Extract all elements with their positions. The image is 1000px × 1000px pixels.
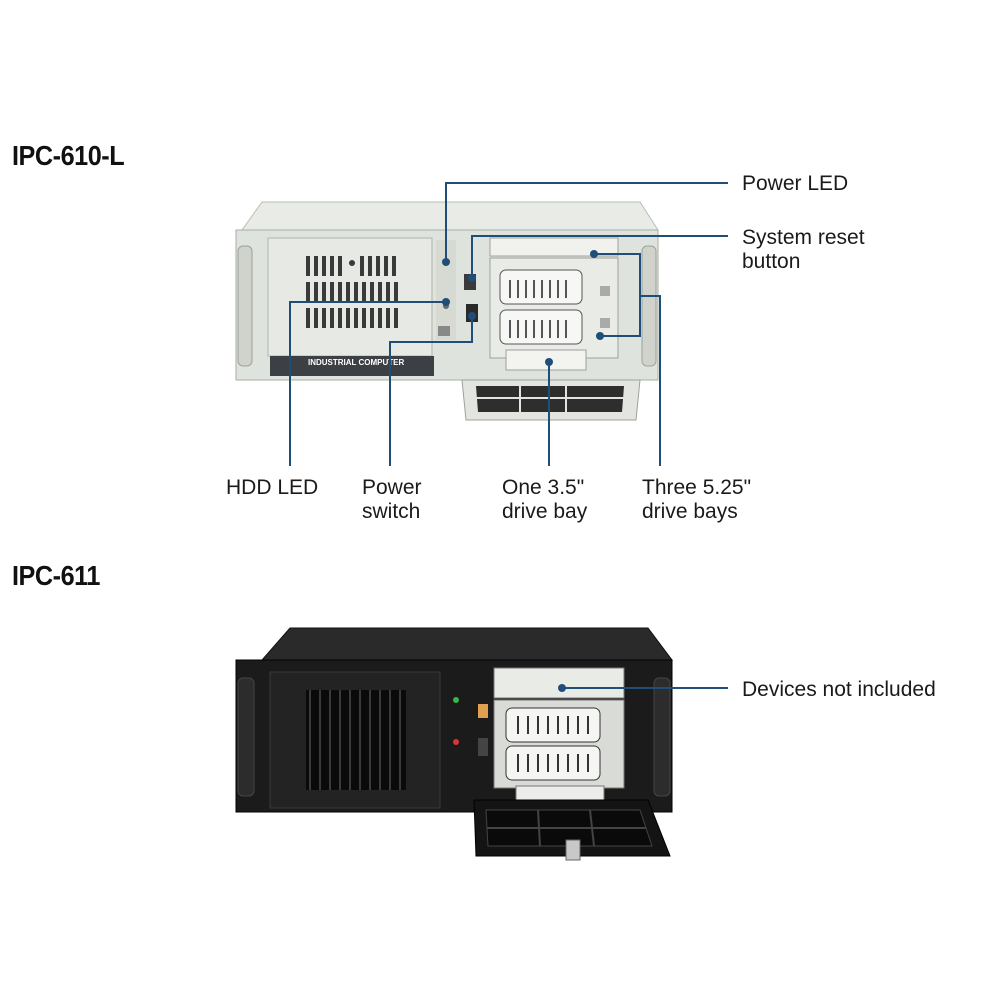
label-drive525-line2: drive bays bbox=[642, 500, 738, 523]
brand-strip-text: INDUSTRIAL COMPUTER bbox=[308, 358, 405, 367]
label-power-led: Power LED bbox=[742, 172, 849, 195]
label-drive35-line2: drive bay bbox=[502, 500, 588, 523]
callout-dot-power-switch bbox=[468, 312, 476, 320]
callout-line-hdd-led bbox=[289, 301, 446, 466]
callout-line-power-switch bbox=[389, 316, 473, 466]
model-title-ipc-611: IPC-611 bbox=[12, 560, 100, 591]
label-power-switch-line2: switch bbox=[362, 500, 421, 523]
callout-dot-reset bbox=[468, 274, 476, 282]
callout-line-reset bbox=[471, 235, 728, 278]
callout-dot-devices bbox=[558, 684, 566, 692]
label-power-switch-line1: Power bbox=[362, 476, 422, 499]
label-hdd-led: HDD LED bbox=[226, 476, 319, 499]
label-system-reset-line2: button bbox=[742, 250, 801, 273]
callout-line-power-led bbox=[445, 182, 728, 262]
label-devices-not-included: Devices not included bbox=[742, 678, 936, 701]
label-drive525-line1: Three 5.25" bbox=[642, 476, 752, 499]
label-drive35-line1: One 3.5" bbox=[502, 476, 585, 499]
callout-dot-drive525-b bbox=[596, 332, 604, 340]
model-title-ipc-610-l: IPC-610-L bbox=[12, 140, 125, 171]
callout-dot-power-led bbox=[442, 258, 450, 266]
callout-dot-hdd-led bbox=[442, 298, 450, 306]
label-system-reset-line1: System reset bbox=[742, 226, 865, 249]
callout-dot-drive35 bbox=[545, 358, 553, 366]
callout-line-drive525-mid bbox=[640, 295, 661, 466]
callout-dot-drive525-a bbox=[590, 250, 598, 258]
